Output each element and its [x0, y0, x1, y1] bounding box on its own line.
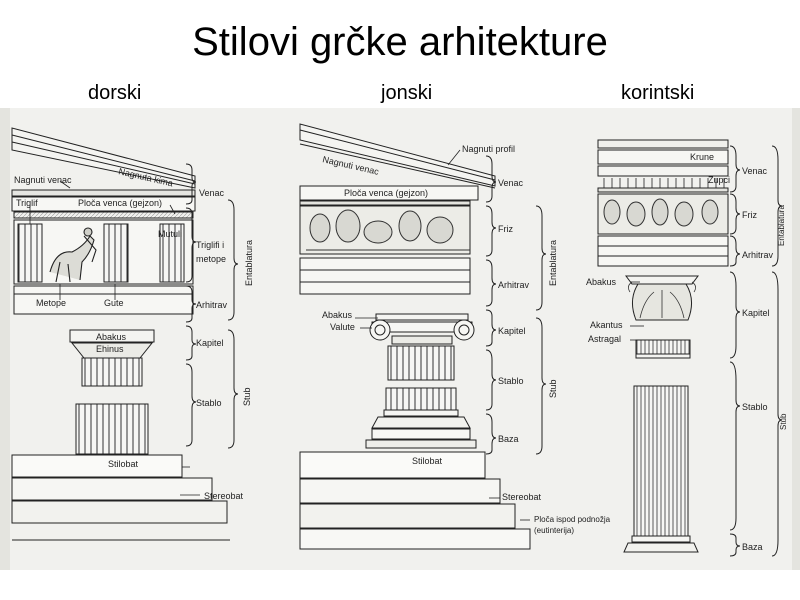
label-doric-nagnuti-venac: Nagnuti venac [14, 175, 72, 185]
corinthian-frieze-relief [603, 198, 719, 227]
label-cor-arhitrav: Arhitrav [742, 250, 774, 260]
label-doric-metope-r: metope [196, 254, 226, 264]
label-ionic-arhitrav: Arhitrav [498, 280, 530, 290]
label-cor-stablo: Stablo [742, 402, 768, 412]
label-ionic-kapitel: Kapitel [498, 326, 526, 336]
label-cor-abakus: Abakus [586, 277, 617, 287]
label-ionic-ploca-ispod-1: Ploča ispod podnožja [534, 515, 611, 524]
label-cor-stub: Stub [779, 413, 788, 430]
slide-title: Stilovi grčke arhitekture [192, 20, 608, 64]
label-cor-kapitel: Kapitel [742, 308, 770, 318]
label-doric-ploca: Ploča venca (gejzon) [78, 198, 162, 208]
label-cor-akantus: Akantus [590, 320, 623, 330]
label-doric-mutuli: Mutuli [158, 229, 182, 239]
label-ionic-friz: Friz [498, 224, 513, 234]
doric-order [11, 127, 230, 541]
label-doric-metope: Metope [36, 298, 66, 308]
label-cor-friz: Friz [742, 210, 757, 220]
label-doric-ehinus: Ehinus [96, 344, 124, 354]
label-ionic-stablo: Stablo [498, 376, 524, 386]
label-cor-krune: Krune [690, 152, 714, 162]
corinthian-order [597, 139, 729, 553]
label-cor-venac: Venac [742, 166, 768, 176]
heading-doric: dorski [88, 82, 142, 104]
label-doric-stub: Stub [242, 387, 252, 406]
label-ionic-abakus: Abakus [322, 310, 353, 320]
label-ionic-nagnuti-profil: Nagnuti profil [462, 144, 515, 154]
label-ionic-stub: Stub [548, 379, 558, 398]
label-doric-abakus: Abakus [96, 332, 127, 342]
label-ionic-ploca: Ploča venca (gejzon) [344, 188, 428, 198]
label-ionic-stereobat: Stereobat [502, 492, 542, 502]
label-ionic-venac: Venac [498, 178, 524, 188]
label-doric-gute: Gute [104, 298, 124, 308]
ionic-order [299, 123, 531, 550]
label-doric-stablo: Stablo [196, 398, 222, 408]
label-ionic-ploca-ispod-2: (eutinterija) [534, 526, 574, 535]
label-ionic-entablatura: Entablatura [548, 240, 558, 286]
label-ionic-stilobat: Stilobat [412, 456, 443, 466]
metope-relief [49, 227, 97, 283]
label-cor-baza: Baza [742, 542, 763, 552]
label-doric-stereobat: Stereobat [204, 491, 244, 501]
label-ionic-baza: Baza [498, 434, 519, 444]
label-cor-zupci: Zupci [708, 175, 730, 185]
label-cor-astragal: Astragal [588, 334, 621, 344]
label-doric-triglif: Triglif [16, 198, 38, 208]
ionic-frieze-relief [306, 209, 470, 251]
label-doric-entablatura: Entablatura [244, 240, 254, 286]
label-doric-arhitrav: Arhitrav [196, 300, 228, 310]
label-doric-venac: Venac [199, 188, 225, 198]
architecture-orders-plate: Nagnuta kima Nagnuti venac Triglif Ploča… [0, 108, 800, 570]
heading-corinthian: korintski [621, 82, 695, 104]
label-doric-kapitel: Kapitel [196, 338, 224, 348]
label-cor-entablatura: Entablatura [777, 205, 786, 246]
label-doric-triglifi: Triglifi i [196, 240, 224, 250]
label-ionic-valute: Valute [330, 322, 355, 332]
label-doric-stilobat: Stilobat [108, 459, 139, 469]
heading-ionic: jonski [381, 82, 433, 104]
